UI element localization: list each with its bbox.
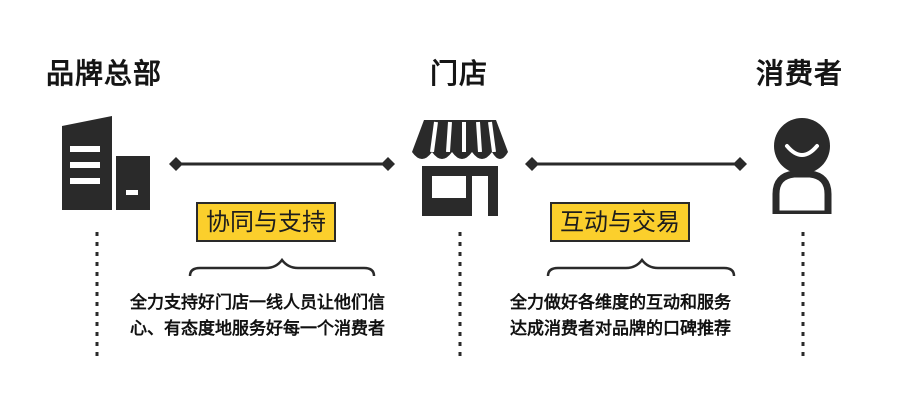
desc-support-line2: 心、有态度地服务好每一个消费者 xyxy=(130,319,385,339)
smiling-person-icon xyxy=(772,118,832,214)
connector-hq-store xyxy=(169,157,395,171)
storefront-icon xyxy=(412,120,508,216)
node-title-hq: 品牌总部 xyxy=(46,57,163,90)
connector-store-consumer xyxy=(525,157,747,171)
node-title-consumer: 消费者 xyxy=(756,57,844,90)
office-building-icon xyxy=(62,116,150,210)
desc-support-line1: 全力支持好门店一线人员让他们信 xyxy=(130,293,385,313)
node-title-store: 门店 xyxy=(430,57,489,90)
brace-support xyxy=(188,257,376,277)
desc-interact: 全力做好各维度的互动和服务 达成消费者对品牌的口碑推荐 xyxy=(510,290,731,342)
desc-support: 全力支持好门店一线人员让他们信 心、有态度地服务好每一个消费者 xyxy=(130,290,385,342)
tag-interact: 互动与交易 xyxy=(550,202,690,242)
brace-interact xyxy=(546,257,736,277)
desc-interact-line2: 达成消费者对品牌的口碑推荐 xyxy=(510,319,731,339)
tag-support: 协同与支持 xyxy=(196,202,336,242)
desc-interact-line1: 全力做好各维度的互动和服务 xyxy=(510,293,731,313)
